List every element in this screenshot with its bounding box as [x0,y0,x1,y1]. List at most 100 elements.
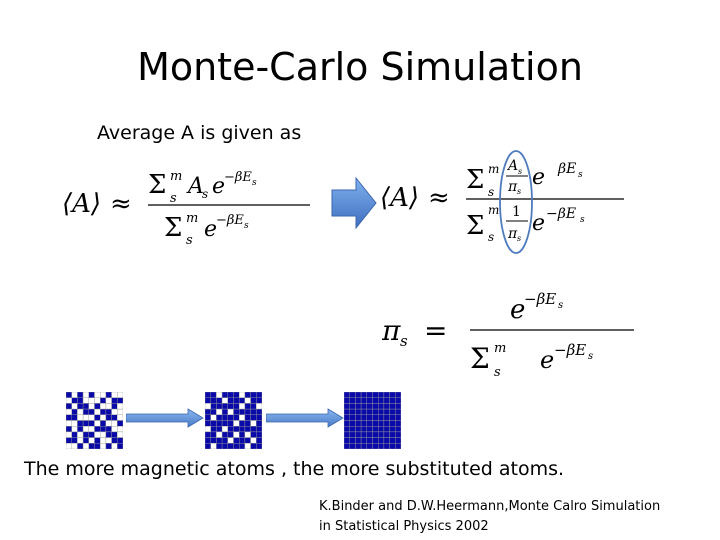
lattice-cell [117,397,123,404]
lattice-cell [216,414,223,421]
lattice-cell [77,437,84,444]
lattice-cell [355,397,362,404]
lattice-cell [100,431,107,438]
lattice-cell [233,420,240,427]
lattice-cell [82,431,90,438]
lattice-cell [256,426,262,433]
lattice-cell [256,437,262,444]
lattice-cell [256,392,262,398]
lattice-cell [100,397,107,404]
lattice-cell [82,437,90,444]
lattice-cell [233,443,240,449]
svg-text:s: s [517,234,521,243]
lattice-cell [239,426,246,433]
lattice-cell [395,437,401,444]
slide-title: Monte-Carlo Simulation [137,45,583,89]
lattice-cell [117,403,123,410]
lattice-cell [105,397,112,404]
lattice-cell [216,431,223,438]
lattice-cell [111,392,118,398]
svg-text:s: s [580,215,585,225]
equation-average-a: ⟨A⟩ ≈ Σ m s A s e −βE s Σ m s e −βE s [62,169,310,248]
lattice-cell [383,426,390,433]
lattice-cell [94,426,101,433]
lattice-cell [227,443,234,449]
lattice-cell [389,443,396,449]
lattice-cell [205,426,211,433]
lattice-cell [88,431,95,438]
lattice-cell [82,408,90,416]
lattice-cell [94,431,101,438]
lattice-cell [366,403,373,410]
lattice-cell [66,443,72,449]
lattice-cell [77,408,84,416]
lattice-cell [395,397,401,404]
lattice-cell [378,431,385,438]
svg-text:A: A [186,174,204,199]
svg-text:Σ: Σ [148,170,166,200]
lattice-cell [88,426,95,433]
lattice-cell [210,392,217,398]
lattice-cell [100,408,107,416]
lattice-cell [383,437,390,444]
lattice-cell [395,408,401,416]
lattice-cell [355,414,362,421]
lattice-cell [344,403,350,410]
lattice-cell [239,414,246,421]
svg-text:⟨A⟩: ⟨A⟩ [62,189,101,219]
lattice-cell [395,414,401,421]
svg-text:Σ: Σ [466,211,484,241]
lattice-cell [117,426,123,433]
svg-text:≈: ≈ [110,189,132,219]
svg-text:⟨A⟩: ⟨A⟩ [380,183,419,213]
lattice-cell [349,397,356,404]
svg-text:Σ: Σ [470,342,490,375]
lattice-cell [100,437,107,444]
svg-text:m: m [494,341,506,356]
lattice-cell [378,414,385,421]
lattice-grid-full [344,392,401,449]
lattice-cell [88,443,95,449]
transform-arrow [331,176,377,230]
lattice-cell [233,408,240,416]
lattice-cell [71,420,78,427]
lattice-cell [105,426,112,433]
lattice-cell [355,426,362,433]
lattice-cell [256,431,262,438]
lattice-cell [366,397,373,404]
lattice-cell [389,392,396,398]
lattice-cell [88,397,95,404]
lattice-cell [239,408,246,416]
lattice-cell [378,420,385,427]
lattice-cell [256,414,262,421]
citation: K.Binder and D.W.Heermann,Monte Calro Si… [319,497,714,537]
lattice-cell [221,443,229,449]
lattice-cell [389,414,396,421]
lattice-cell [349,443,356,449]
equation-importance-sampling: ⟨A⟩ ≈ Σ m s A s π s e βE s Σ m s 1 π s e… [380,150,624,254]
lattice-cell [389,437,396,444]
svg-text:s: s [494,365,501,380]
lattice-cell [221,431,229,438]
lattice-cell [256,443,262,449]
lattice-cell [221,414,229,421]
lattice-cell [105,403,112,410]
lattice-cell [205,414,211,421]
lattice-cell [94,392,101,398]
svg-text:Σ: Σ [466,165,484,195]
lattice-cell [256,420,262,427]
svg-text:s: s [518,167,522,176]
lattice-cell [117,420,123,427]
lattice-cell [383,403,390,410]
lattice-cell [88,437,95,444]
lattice-cell [360,437,368,444]
lattice-cell [372,443,379,449]
lattice-cell [227,431,234,438]
lattice-cell [216,420,223,427]
lattice-cell [216,443,223,449]
lattice-cell [77,414,84,421]
lattice-cell [395,392,401,398]
lattice-cell [205,397,211,404]
lattice-cell [250,437,257,444]
lattice-cell [378,403,385,410]
